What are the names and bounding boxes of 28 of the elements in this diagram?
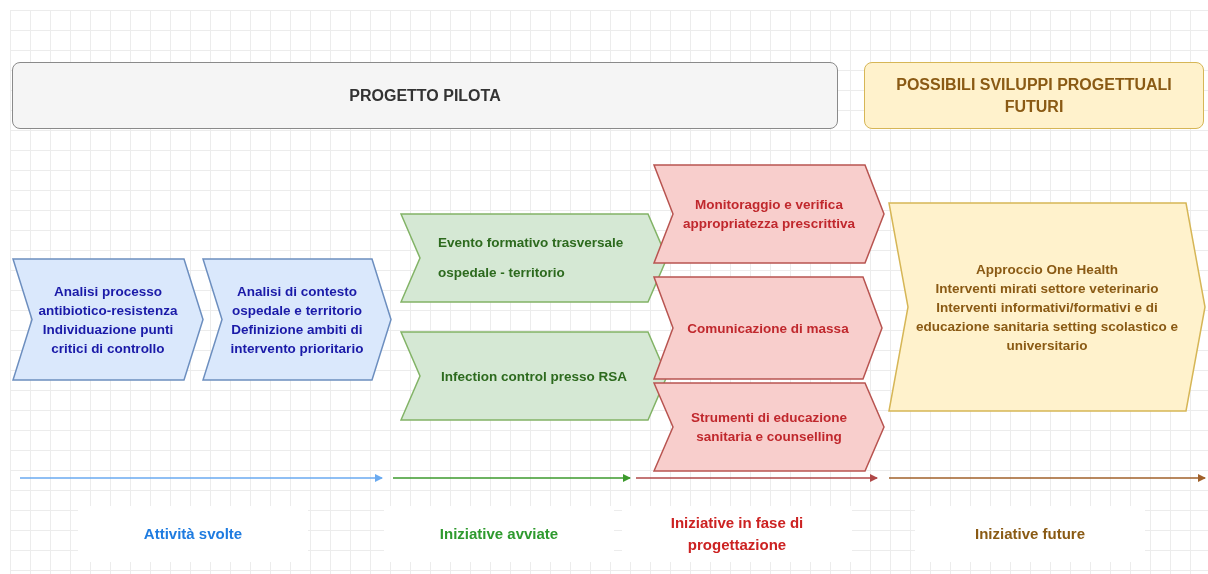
phase-caption: Iniziative in fase di progettazione [622, 506, 852, 562]
chevron-step [653, 164, 885, 264]
chevron-step [400, 331, 668, 421]
chevron-step [12, 258, 204, 381]
step-text: POSSIBILI SVILUPPI PROGETTUALI FUTURI [895, 74, 1173, 117]
phase-caption: Iniziative future [915, 506, 1145, 562]
step-text: Interventi informativi/formativi e di educazione sanitaria setting scolastico e universitario [915, 298, 1179, 355]
chevron-step [888, 202, 1206, 412]
phase-caption: Attività svolte [78, 506, 308, 562]
phase-caption: Iniziative avviate [384, 506, 614, 562]
step-text: PROGETTO PILOTA [348, 85, 502, 106]
step-text: Approccio One Health [975, 260, 1119, 279]
step-text: Infection control presso RSA [440, 367, 628, 386]
phase-banner [864, 62, 1204, 129]
chevron-step [653, 382, 885, 472]
step-text: Monitoraggio e verifica appropriatezza prescrittiva [682, 196, 856, 233]
step-text: Evento formativo trasversale ospedale - territorio [437, 234, 625, 282]
step-text: Interventi mirati settore veterinario [934, 279, 1160, 298]
step-text: Individuazione punti critici di controllo [41, 320, 175, 358]
phase-banner [12, 62, 838, 129]
step-text: Analisi processo antibiotico-resistenza [37, 282, 179, 320]
chevron-step [400, 213, 668, 303]
step-text: Comunicazione di massa [686, 319, 850, 338]
step-text: Definizione ambiti di intervento prioritario [229, 320, 365, 358]
step-text: Analisi di contesto ospedale e territorio [231, 282, 363, 320]
step-text: Strumenti di educazione sanitaria e counselling [690, 409, 848, 446]
chevron-step [653, 276, 883, 380]
chevron-step [202, 258, 392, 381]
